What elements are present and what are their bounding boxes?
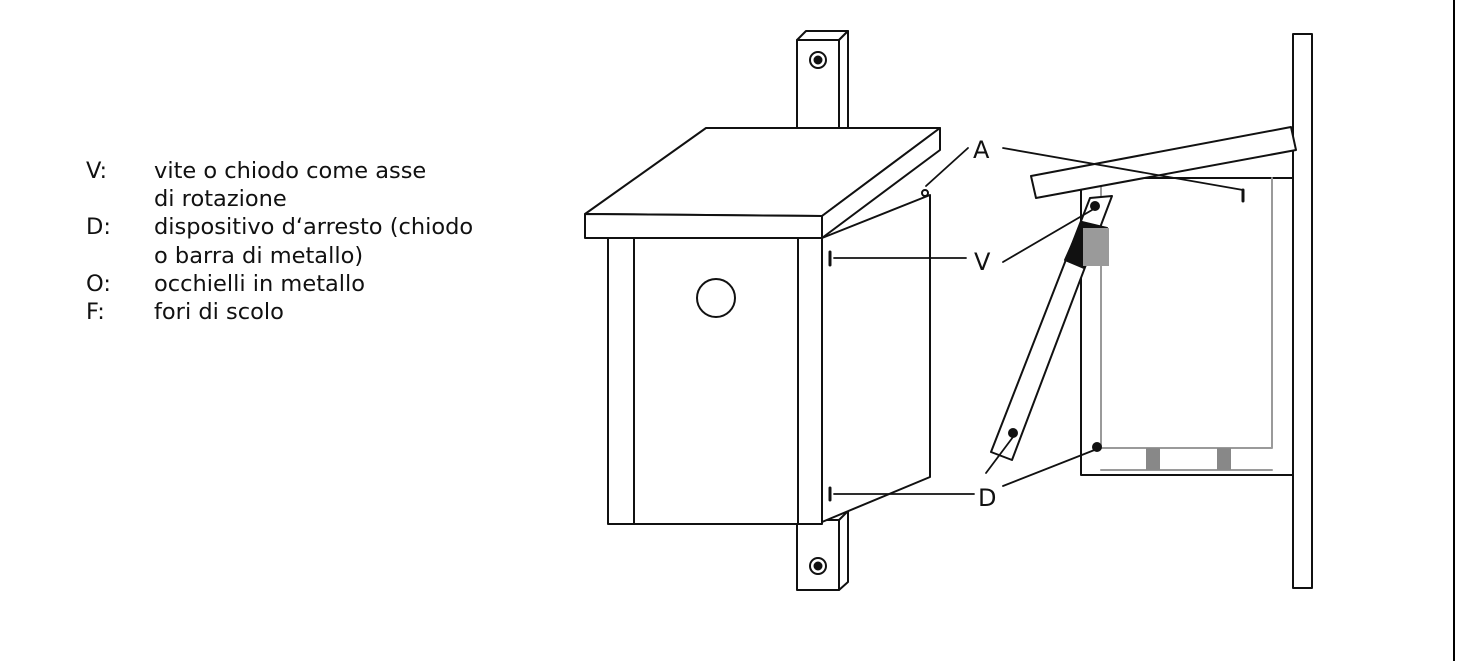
label-d: D xyxy=(978,484,996,512)
legend-text-d: dispositivo d‘arresto (chiodo o barra di… xyxy=(154,214,474,269)
legend-entry-v: V: vite o chiodo come asse di rotazione xyxy=(86,157,473,213)
screw-eyelet-icon xyxy=(809,51,827,69)
legend-key-v: V: xyxy=(86,158,108,184)
legend-key-d: D: xyxy=(86,214,111,241)
legend-text-v: vite o chiodo come asse di rotazione xyxy=(154,158,427,213)
page-border xyxy=(1453,0,1455,661)
legend-text-o: occhielli in metallo xyxy=(154,270,366,297)
legend: V: vite o chiodo come asse di rotazione … xyxy=(86,157,473,326)
leader-lines xyxy=(833,147,1244,495)
legend-entry-o: O: occhielli in metallo xyxy=(86,270,473,298)
legend-key-f: F: xyxy=(86,299,105,326)
birdhouse-closed xyxy=(584,127,941,525)
birdhouse-open xyxy=(990,33,1313,589)
legend-entry-d: D: dispositivo d‘arresto (chiodo o barra… xyxy=(86,213,473,269)
label-a: A xyxy=(973,136,990,164)
legend-text-f: fori di scolo xyxy=(154,299,284,326)
screw-eyelet-icon xyxy=(809,557,827,575)
legend-entry-f: F: fori di scolo xyxy=(86,298,473,326)
label-v: V xyxy=(974,248,991,276)
entrance-hole-icon xyxy=(696,278,736,318)
legend-key-o: O: xyxy=(86,270,111,297)
